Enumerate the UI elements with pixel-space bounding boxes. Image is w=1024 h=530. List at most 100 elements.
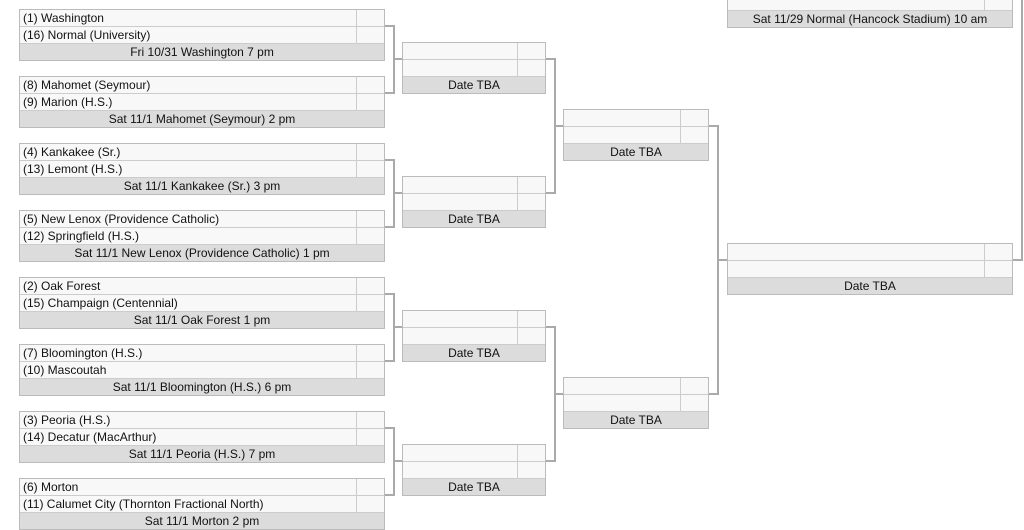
team-name — [564, 110, 681, 126]
game-round2-3[interactable]: Date TBA — [402, 310, 546, 362]
team-score — [357, 429, 384, 445]
connector-line — [393, 192, 402, 194]
team-score — [357, 77, 384, 93]
connector-line — [393, 58, 402, 60]
team-score — [681, 127, 708, 143]
game-round2-4[interactable]: Date TBA — [402, 444, 546, 496]
game-round3-2[interactable]: Date TBA — [563, 377, 709, 429]
team-row[interactable]: (11) Calumet City (Thornton Fractional N… — [20, 496, 384, 513]
team-name: (3) Peoria (H.S.) — [20, 412, 357, 428]
team-score — [357, 496, 384, 512]
team-row[interactable] — [403, 177, 545, 194]
team-score — [681, 395, 708, 411]
team-row[interactable] — [564, 378, 708, 395]
team-score — [985, 261, 1012, 277]
game-info: Sat 11/1 Mahomet (Seymour) 2 pm — [20, 111, 384, 127]
connector-line — [1013, 259, 1022, 261]
team-row[interactable]: (14) Decatur (MacArthur) — [20, 429, 384, 446]
team-row[interactable] — [403, 311, 545, 328]
team-row[interactable] — [403, 194, 545, 211]
team-row[interactable]: (2) Oak Forest — [20, 278, 384, 295]
team-score — [985, 0, 1012, 10]
game-round1-1[interactable]: (1) Washington(16) Normal (University)Fr… — [19, 9, 385, 61]
game-info: Fri 10/31 Washington 7 pm — [20, 44, 384, 60]
connector-line — [546, 460, 556, 462]
team-score — [681, 378, 708, 394]
team-row[interactable]: (5) New Lenox (Providence Catholic) — [20, 211, 384, 228]
team-name — [728, 261, 985, 277]
game-round1-7[interactable]: (3) Peoria (H.S.)(14) Decatur (MacArthur… — [19, 411, 385, 463]
team-name: (16) Normal (University) — [20, 27, 357, 43]
team-row[interactable]: (7) Bloomington (H.S.) — [20, 345, 384, 362]
team-row[interactable]: (4) Kankakee (Sr.) — [20, 144, 384, 161]
game-info: Sat 11/1 New Lenox (Providence Catholic)… — [20, 245, 384, 261]
team-name — [403, 311, 518, 327]
team-row[interactable] — [728, 261, 1012, 278]
game-info: Date TBA — [403, 345, 545, 361]
team-row[interactable] — [728, 244, 1012, 261]
game-info: Date TBA — [564, 412, 708, 428]
connector-line — [709, 393, 719, 395]
game-round4-1[interactable]: Date TBA — [727, 243, 1013, 295]
team-score — [357, 161, 384, 177]
game-round1-3[interactable]: (4) Kankakee (Sr.)(13) Lemont (H.S.)Sat … — [19, 143, 385, 195]
team-row[interactable] — [564, 110, 708, 127]
game-info: Date TBA — [403, 211, 545, 227]
team-score — [357, 228, 384, 244]
team-row[interactable] — [403, 328, 545, 345]
connector-line — [393, 326, 402, 328]
team-row[interactable]: (8) Mahomet (Seymour) — [20, 77, 384, 94]
team-row[interactable]: (13) Lemont (H.S.) — [20, 161, 384, 178]
connector-line — [709, 125, 719, 127]
connector-line — [385, 427, 395, 429]
team-score — [985, 244, 1012, 260]
team-row[interactable]: (9) Marion (H.S.) — [20, 94, 384, 111]
game-round1-8[interactable]: (6) Morton(11) Calumet City (Thornton Fr… — [19, 478, 385, 530]
team-score — [518, 311, 545, 327]
team-name — [403, 445, 518, 461]
game-round1-2[interactable]: (8) Mahomet (Seymour)(9) Marion (H.S.)Sa… — [19, 76, 385, 128]
team-score — [357, 295, 384, 311]
team-name: (10) Mascoutah — [20, 362, 357, 378]
team-score — [518, 445, 545, 461]
team-row[interactable] — [728, 0, 1012, 11]
team-row[interactable] — [403, 43, 545, 60]
team-name: (12) Springfield (H.S.) — [20, 228, 357, 244]
team-row[interactable] — [403, 445, 545, 462]
connector-line — [546, 58, 556, 60]
team-name — [403, 60, 518, 76]
game-info: Date TBA — [403, 479, 545, 495]
team-row[interactable]: (6) Morton — [20, 479, 384, 496]
game-info: Sat 11/1 Bloomington (H.S.) 6 pm — [20, 379, 384, 395]
connector-line — [717, 259, 727, 261]
team-name: (13) Lemont (H.S.) — [20, 161, 357, 177]
connector-line — [546, 192, 556, 194]
game-info: Sat 11/1 Morton 2 pm — [20, 513, 384, 529]
team-name: (2) Oak Forest — [20, 278, 357, 294]
team-row[interactable]: (3) Peoria (H.S.) — [20, 412, 384, 429]
team-row[interactable] — [403, 60, 545, 77]
game-round5-1[interactable]: Sat 11/29 Normal (Hancock Stadium) 10 am — [727, 0, 1013, 28]
game-round1-4[interactable]: (5) New Lenox (Providence Catholic)(12) … — [19, 210, 385, 262]
team-row[interactable] — [564, 395, 708, 412]
team-row[interactable]: (12) Springfield (H.S.) — [20, 228, 384, 245]
game-round2-1[interactable]: Date TBA — [402, 42, 546, 94]
team-row[interactable]: (10) Mascoutah — [20, 362, 384, 379]
team-row[interactable]: (15) Champaign (Centennial) — [20, 295, 384, 312]
game-round1-5[interactable]: (2) Oak Forest(15) Champaign (Centennial… — [19, 277, 385, 329]
game-info: Sat 11/29 Normal (Hancock Stadium) 10 am — [728, 11, 1012, 27]
team-score — [357, 412, 384, 428]
team-row[interactable] — [564, 127, 708, 144]
team-name — [564, 127, 681, 143]
game-info: Date TBA — [728, 278, 1012, 294]
game-round2-2[interactable]: Date TBA — [402, 176, 546, 228]
game-round3-1[interactable]: Date TBA — [563, 109, 709, 161]
game-info: Sat 11/1 Oak Forest 1 pm — [20, 312, 384, 328]
team-row[interactable]: (1) Washington — [20, 10, 384, 27]
team-score — [357, 211, 384, 227]
connector-line — [554, 125, 563, 127]
team-row[interactable]: (16) Normal (University) — [20, 27, 384, 44]
team-row[interactable] — [403, 462, 545, 479]
team-score — [518, 177, 545, 193]
